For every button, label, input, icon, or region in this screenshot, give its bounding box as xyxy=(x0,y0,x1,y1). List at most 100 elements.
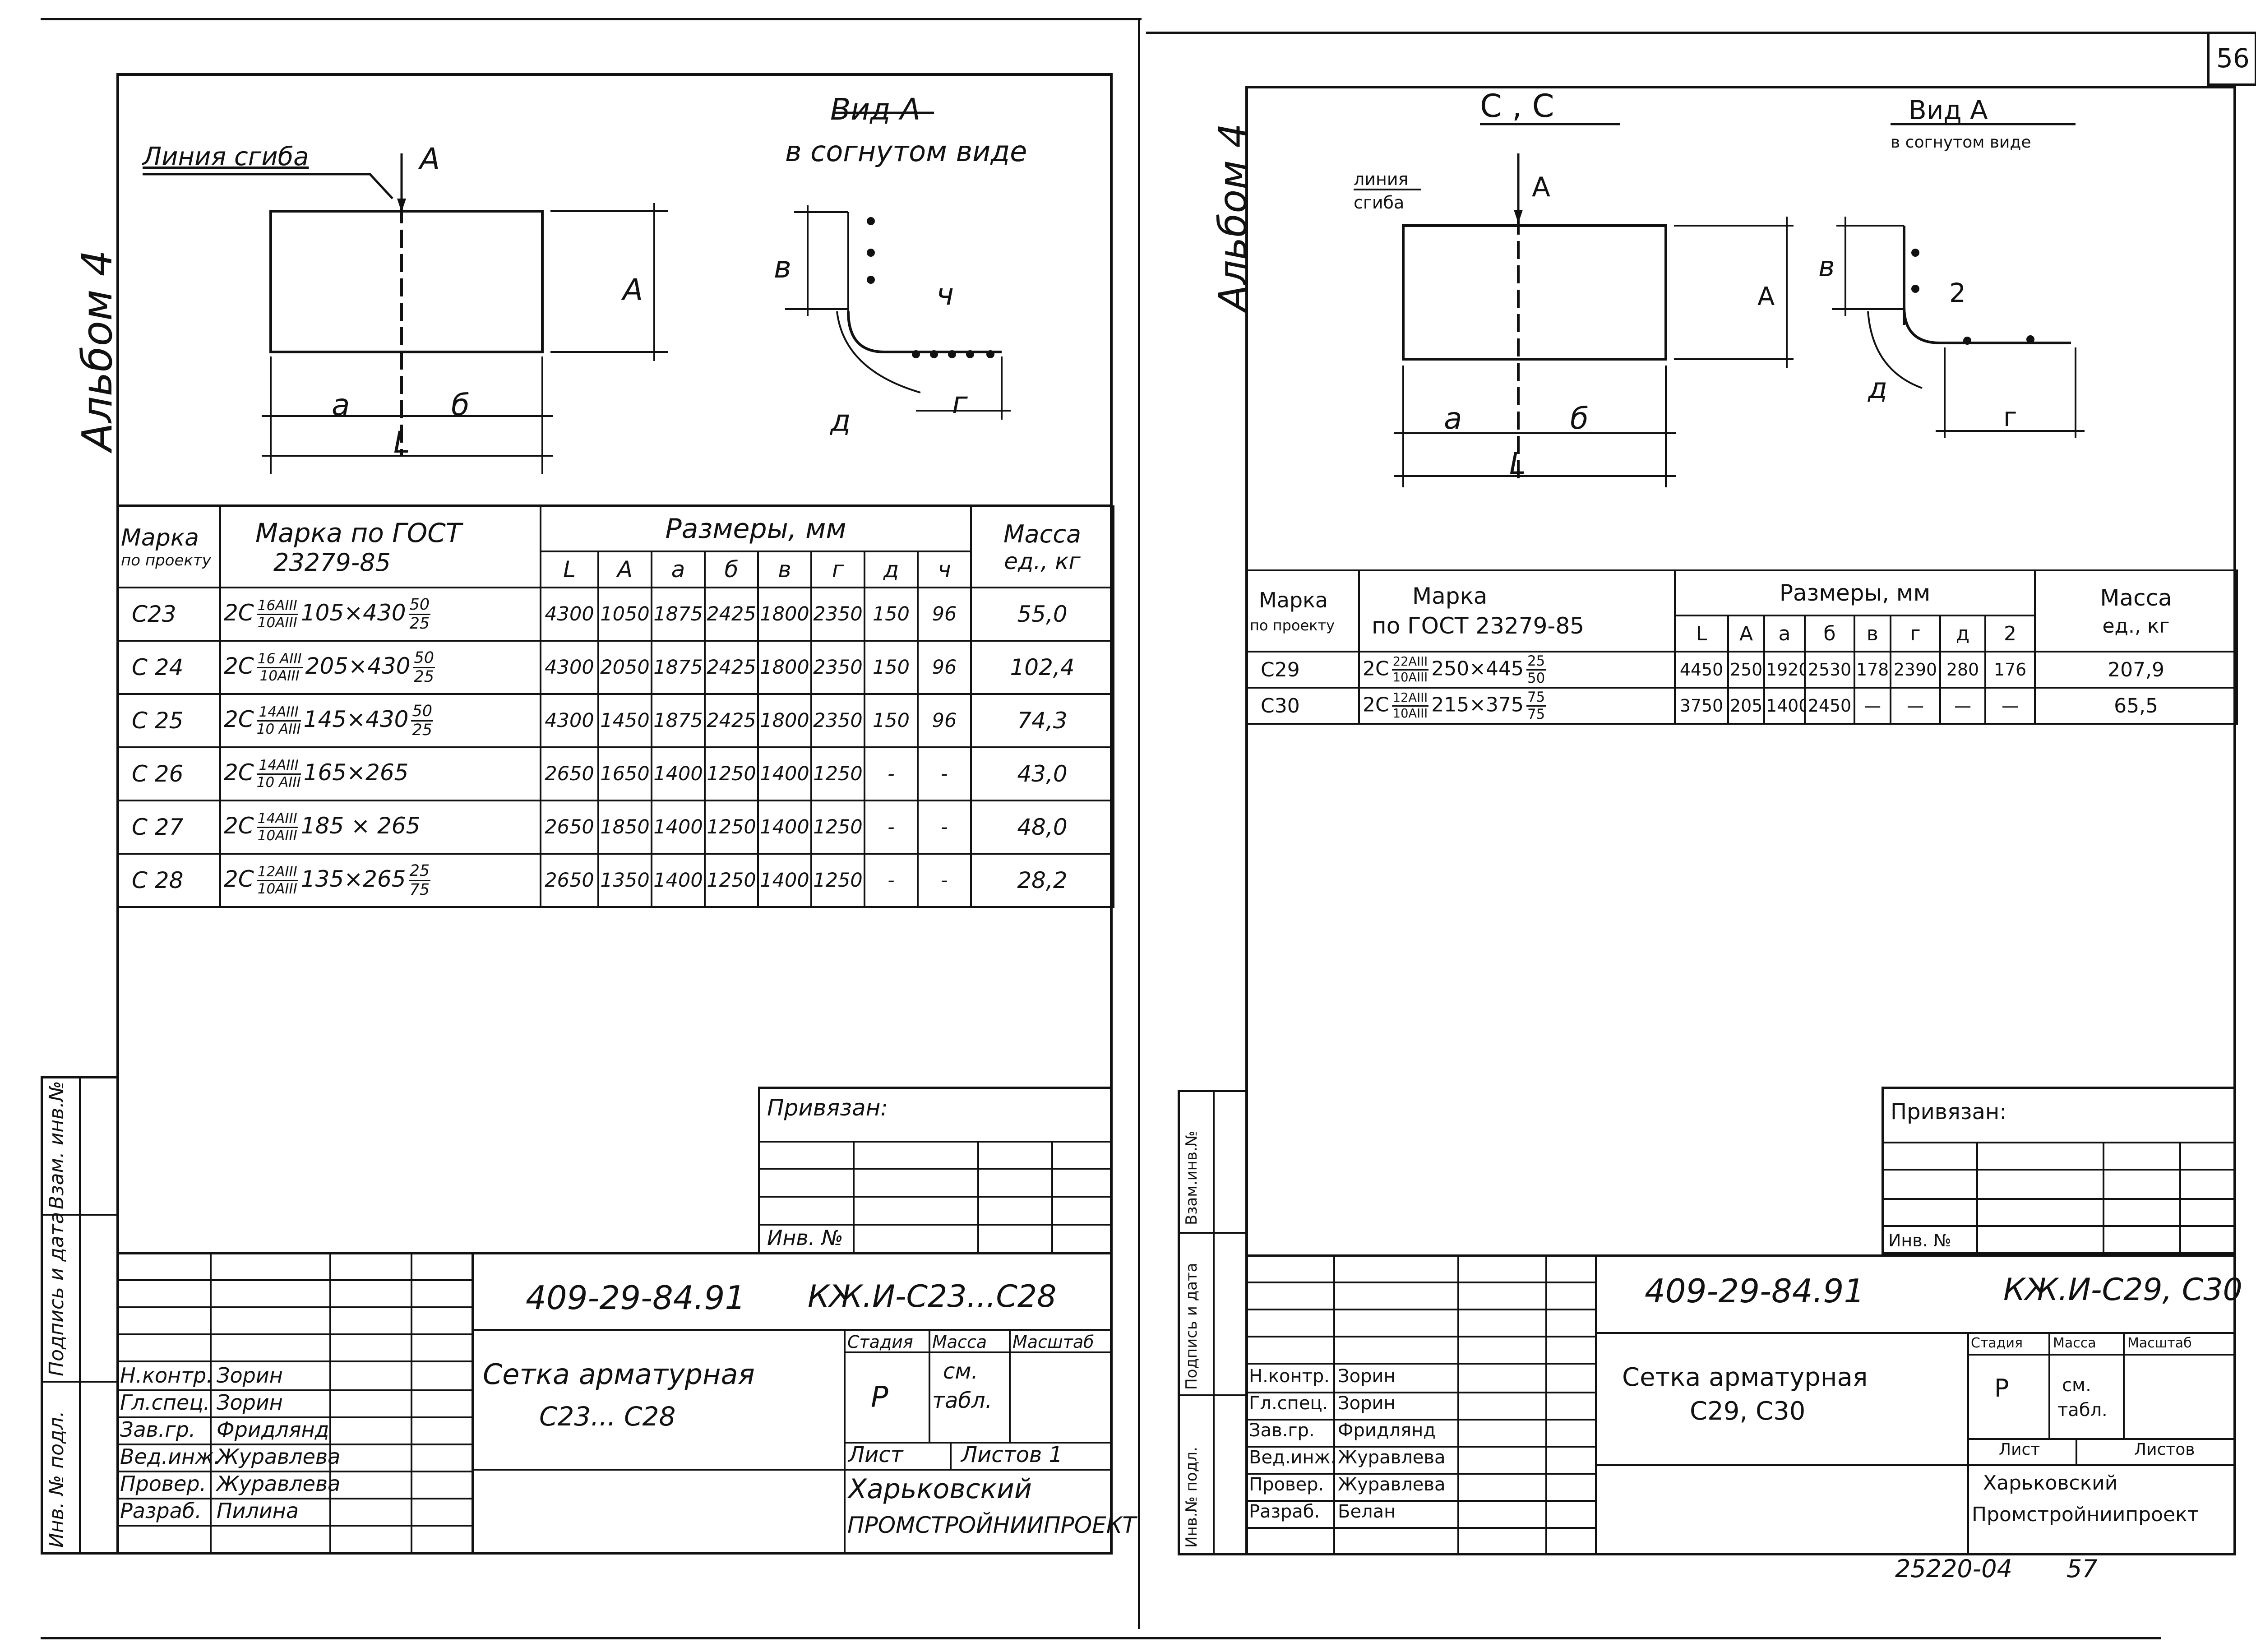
right-sheets-label: Листов xyxy=(2134,1440,2195,1459)
staff-row-line xyxy=(1245,1446,1595,1448)
row-mass: 48,0 xyxy=(970,800,1115,855)
row-mark: С 26 xyxy=(116,746,221,801)
left-side-stamp xyxy=(41,1076,116,1555)
right-sheet-label: Лист xyxy=(1999,1440,2040,1459)
row-dim-value: - xyxy=(864,746,919,801)
left-th-sizes: Размеры, мм xyxy=(539,505,972,552)
right-doc-code: 409-29-84.91 xyxy=(1645,1272,1865,1310)
right-scale-header: Масштаб xyxy=(2127,1335,2192,1351)
left-sheets-label: Листов 1 xyxy=(961,1442,1063,1467)
right-col-A: A xyxy=(1727,615,1765,652)
row-dim-value: 1250 xyxy=(704,800,759,855)
staff-name: Фридлянд xyxy=(1338,1420,1436,1441)
left-mass-value-1: см. xyxy=(943,1359,978,1384)
right-view-title: Вид А xyxy=(1909,95,1988,125)
row-mark: С30 xyxy=(1245,687,1360,725)
row-dim-value: 1400 xyxy=(651,746,706,801)
right-title-line1: Сетка арматурная xyxy=(1622,1363,1868,1392)
right-tb-vcode xyxy=(1595,1254,1597,1555)
right-staff-h0 xyxy=(1245,1282,1595,1283)
overhang-top: 25 xyxy=(408,863,431,881)
row-dim-value: 2050 xyxy=(1727,687,1765,725)
gost-prefix: 2С xyxy=(224,812,254,839)
staff-role: Н.контр. xyxy=(120,1363,213,1388)
row-dim-value: 96 xyxy=(916,693,972,748)
staff-row-line xyxy=(116,1525,472,1527)
row-dim-value: 2425 xyxy=(704,587,759,642)
gost-numerator: 22АIII xyxy=(1392,656,1429,671)
row-dim-value: 96 xyxy=(916,587,972,642)
row-dim-value: 1400 xyxy=(757,800,812,855)
left-dim-ch: ч xyxy=(936,277,954,312)
right-priv-line1 xyxy=(1882,1142,2236,1143)
left-view-title: Вид А xyxy=(830,92,920,127)
staff-row-line xyxy=(1245,1500,1595,1502)
left-col-A: A xyxy=(597,551,652,588)
left-stage-value: Р xyxy=(871,1381,888,1414)
gost-numerator: 16 АIII xyxy=(256,652,303,668)
row-mass: 43,0 xyxy=(970,746,1115,801)
left-staff-h3 xyxy=(116,1360,472,1362)
right-tb-vstage xyxy=(1967,1332,1969,1555)
overhang-top: 50 xyxy=(411,703,433,722)
right-dim-a: а xyxy=(1444,401,1462,436)
row-dim-value: 2530 xyxy=(1804,651,1855,689)
gost-size: 145×430 xyxy=(303,706,409,732)
left-table-top-line xyxy=(116,504,1113,507)
row-dim-value: 2650 xyxy=(540,800,599,855)
row-dim-value: - xyxy=(916,800,972,855)
right-staff-v2 xyxy=(1457,1254,1459,1555)
right-tb-vsheet xyxy=(2076,1438,2077,1464)
row-dim-value: 2650 xyxy=(540,853,599,908)
left-side-hsplit1 xyxy=(41,1214,116,1216)
row-dim-value: 1250 xyxy=(810,853,865,908)
gost-numerator: 12АIII xyxy=(256,865,298,881)
right-side-hsplit1 xyxy=(1178,1232,1245,1234)
overhang-top: 25 xyxy=(1526,654,1546,671)
right-priv-vline3 xyxy=(2179,1142,2181,1254)
right-col-b: б xyxy=(1804,615,1855,652)
right-title-line2: С29, С30 xyxy=(1690,1397,1806,1426)
row-mass: 28,2 xyxy=(970,853,1115,908)
staff-row-line xyxy=(116,1416,472,1418)
right-staff-v3 xyxy=(1545,1254,1547,1555)
right-inv-no-label: Инв. № xyxy=(1888,1231,1951,1250)
row-dim-value: 2425 xyxy=(704,693,759,748)
left-tb-vcode xyxy=(472,1252,474,1555)
left-priv-line3 xyxy=(758,1196,1113,1198)
top-border-line xyxy=(41,18,1142,20)
right-tb-hdesc xyxy=(1595,1464,2236,1466)
overhang-bottom: 50 xyxy=(1527,670,1545,686)
right-dim-L: L xyxy=(1509,446,1526,481)
left-col-d: д xyxy=(864,551,919,588)
row-dim-value: 150 xyxy=(864,693,919,748)
row-dim-value: 2450 xyxy=(1804,687,1855,725)
gost-denominator: 10АIII xyxy=(257,614,297,631)
row-mark: С 28 xyxy=(116,853,221,908)
table-row: С292С22АIII10АIII250×4452550445025001920… xyxy=(1245,651,2238,689)
left-tb-hstagehead xyxy=(844,1351,1113,1353)
row-dim-value: 1400 xyxy=(757,853,812,908)
page-number-box xyxy=(2207,32,2256,86)
right-doc-mark: КЖ.И-С29, С30 xyxy=(2003,1272,2242,1308)
right-tb-hcode xyxy=(1595,1332,2236,1334)
right-bend-line-2: сгиба xyxy=(1354,193,1405,213)
staff-name: Журавлева xyxy=(1338,1447,1446,1468)
row-dim-value: 150 xyxy=(864,640,919,695)
row-dim-value: 1800 xyxy=(757,640,812,695)
footer-code: 25220-04 xyxy=(1895,1555,2012,1583)
staff-name: Пилина xyxy=(217,1499,299,1523)
row-dim-value: 2350 xyxy=(810,640,865,695)
right-staff-h1 xyxy=(1245,1309,1595,1310)
left-col-g: г xyxy=(810,551,865,588)
gost-numerator: 16АIII xyxy=(256,598,298,615)
